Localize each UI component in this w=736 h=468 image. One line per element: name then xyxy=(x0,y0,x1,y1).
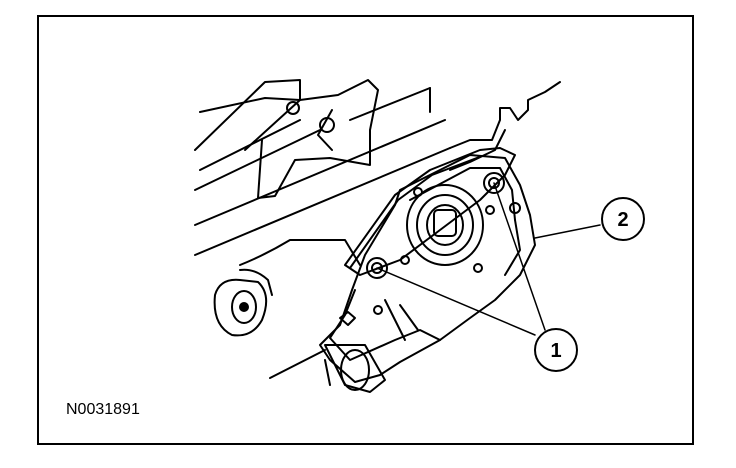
figure-id: N0031891 xyxy=(66,401,140,418)
bolt-upper xyxy=(483,172,505,194)
bracket-arm xyxy=(194,79,379,199)
callout-2: 2 xyxy=(601,197,645,241)
callout-1: 1 xyxy=(534,328,578,372)
callout-1-label: 1 xyxy=(550,340,561,362)
mounting-rails xyxy=(194,81,561,256)
leader-lines xyxy=(376,182,601,336)
figure-frame xyxy=(37,15,694,445)
bolt-lower xyxy=(366,257,388,279)
sensor-body xyxy=(269,154,536,393)
bushing xyxy=(213,268,273,337)
callout-2-label: 2 xyxy=(617,209,628,231)
